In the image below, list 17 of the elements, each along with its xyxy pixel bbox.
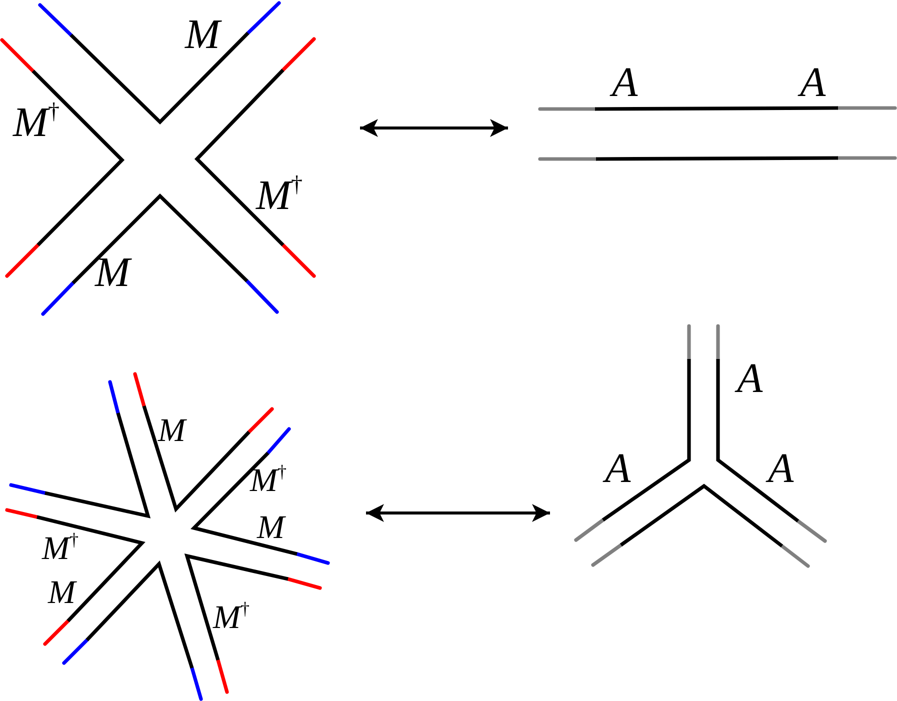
matrix-symbol: M: [48, 577, 76, 610]
matrix-symbol: M$^{†}$: [250, 465, 287, 498]
matrix-symbol: M$^{†}$: [213, 602, 250, 635]
matrix-symbol: M$^{†}$: [42, 533, 79, 566]
field-symbol: A: [737, 358, 763, 400]
matrix-symbol: M: [257, 512, 284, 545]
field-symbol: A: [768, 448, 794, 490]
field-symbol: A: [605, 448, 631, 490]
field-symbol: A: [612, 62, 638, 104]
matrix-symbol: M$^{†}$: [256, 175, 303, 217]
field-symbol: A: [800, 62, 826, 104]
double-headed-arrow: [360, 119, 508, 137]
matrix-symbol: M$^{†}$: [13, 102, 60, 144]
matrix-symbol: M: [95, 252, 130, 294]
double-headed-arrow: [366, 504, 550, 522]
matrix-symbol: M: [158, 415, 186, 448]
matrix-symbol: M: [185, 14, 220, 56]
